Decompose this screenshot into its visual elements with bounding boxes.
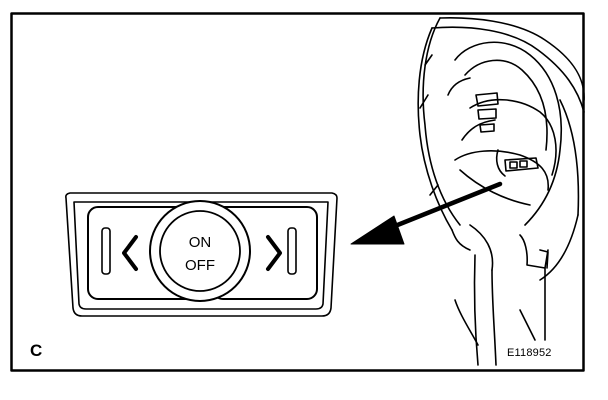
pointer-arrow: [350, 181, 503, 245]
figure-frame: [10, 12, 585, 372]
right-button-slot: [287, 227, 297, 275]
off-label: OFF: [185, 257, 215, 274]
on-label: ON: [189, 234, 212, 251]
right-arrow-icon: [266, 235, 282, 271]
left-arrow-icon: [122, 235, 138, 271]
on-off-knob: [159, 210, 241, 292]
left-button-slot: [101, 227, 111, 275]
figure-label: C: [30, 341, 43, 360]
figure-code: E118952: [507, 347, 552, 359]
steering-wheel-illustration: [417, 17, 585, 366]
cruise-switch-detail: ON OFF: [65, 192, 338, 317]
switch-bezel: [65, 192, 338, 317]
